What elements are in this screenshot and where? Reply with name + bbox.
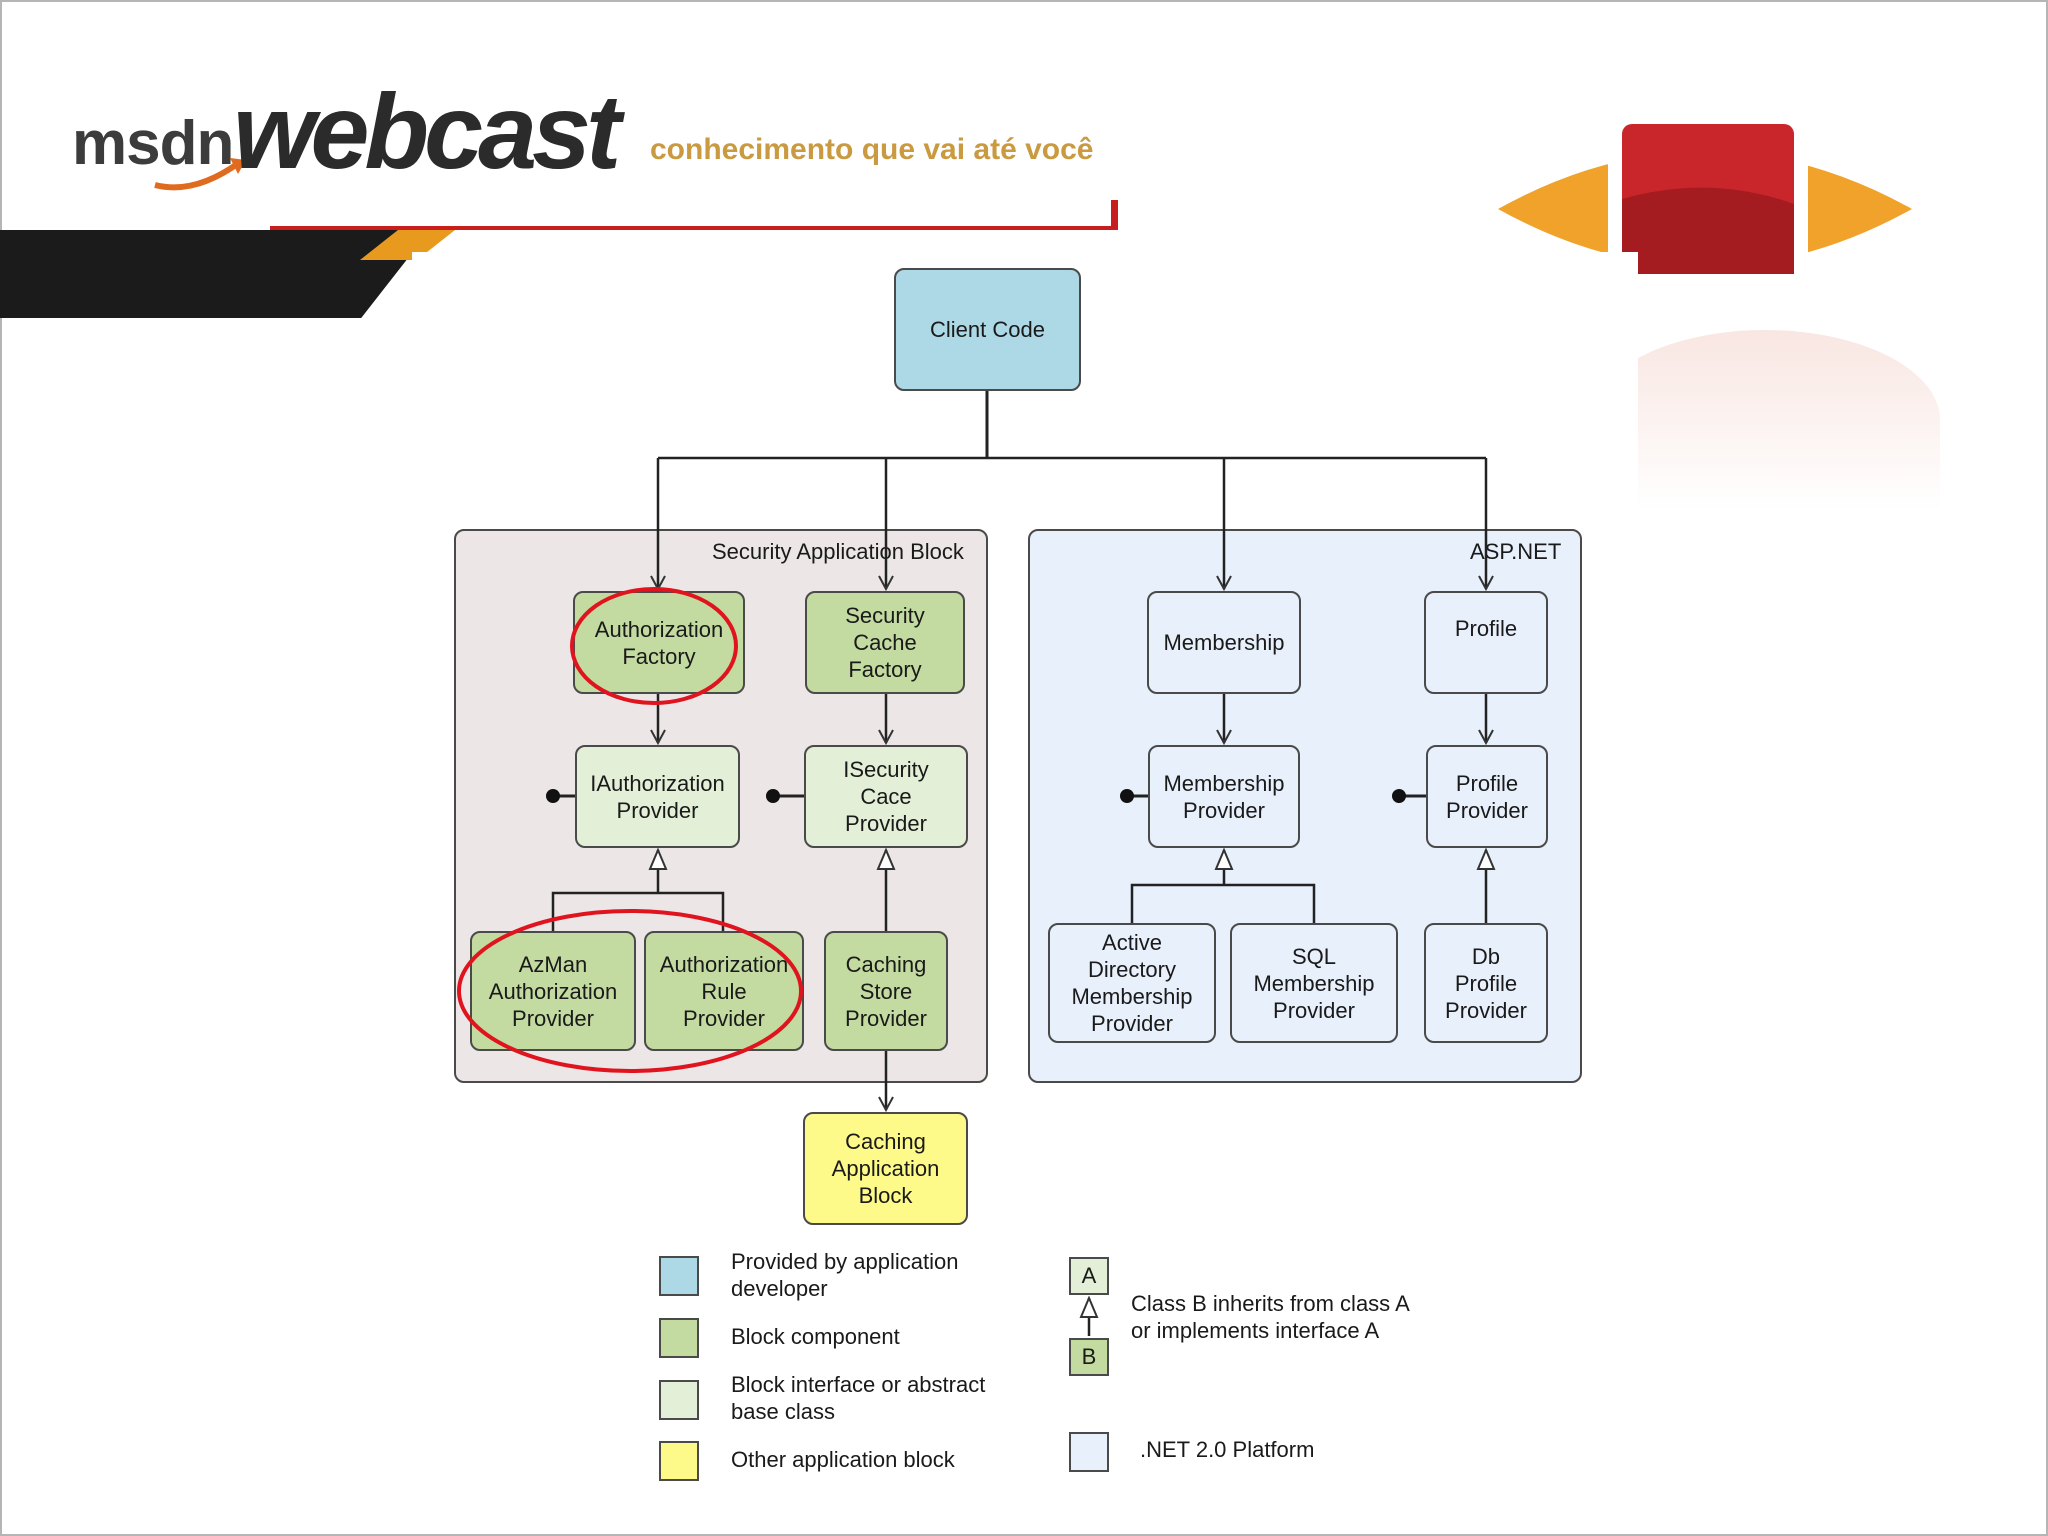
- membership-provider-box: Membership Provider: [1148, 745, 1300, 848]
- logo-swoosh-icon: [154, 158, 246, 191]
- legend-other-block-swatch: [659, 1441, 699, 1481]
- tagline: conhecimento que vai até você: [650, 133, 1094, 166]
- membership-box: Membership: [1147, 591, 1301, 694]
- authorization-rule-provider-box: Authorization Rule Provider: [644, 931, 804, 1051]
- security-cache-factory-box: Security Cache Factory: [805, 591, 965, 694]
- legend-inheritance-label: Class B inherits from class A or impleme…: [1131, 1291, 1410, 1343]
- authorization-factory-box: Authorization Factory: [573, 591, 745, 694]
- webcast-logo-text: webcast: [233, 73, 621, 191]
- legend-other-block-label: Other application block: [731, 1447, 955, 1472]
- legend-developer-swatch: [659, 1256, 699, 1296]
- caching-application-block-box: Caching Application Block: [803, 1112, 968, 1225]
- legend-class-b-box: B: [1069, 1338, 1109, 1376]
- legend-block-interface-swatch: [659, 1380, 699, 1420]
- iauthorization-provider-box: IAuthorization Provider: [575, 745, 740, 848]
- legend-platform-swatch: [1069, 1432, 1109, 1472]
- active-directory-membership-provider-box: Active Directory Membership Provider: [1048, 923, 1216, 1043]
- caching-store-provider-box: Caching Store Provider: [824, 931, 948, 1051]
- profile-box: Profile: [1424, 591, 1548, 694]
- isecurity-cace-provider-box: ISecurity Cace Provider: [804, 745, 968, 848]
- msdn-logo-text: msdn: [72, 109, 234, 178]
- legend-platform-label: .NET 2.0 Platform: [1140, 1437, 1315, 1462]
- legend-developer-label: Provided by application developer: [731, 1249, 959, 1301]
- legend-block-component-label: Block component: [731, 1324, 900, 1349]
- client-code-box: Client Code: [894, 268, 1081, 391]
- webcast-eye-logo-icon: [1498, 112, 1912, 290]
- header-rule-tick: [1111, 200, 1118, 230]
- legend-block-component-swatch: [659, 1318, 699, 1358]
- legend-class-a-box: A: [1069, 1257, 1109, 1295]
- eye-logo-reflection: [1590, 330, 1940, 510]
- legend-block-interface-label: Block interface or abstract base class: [731, 1372, 986, 1424]
- header-black-band: [0, 230, 430, 318]
- aspnet-title: ASP.NET: [1470, 539, 1562, 564]
- profile-provider-box: Profile Provider: [1426, 745, 1548, 848]
- azman-authorization-provider-box: AzMan Authorization Provider: [470, 931, 636, 1051]
- sql-membership-provider-box: SQL Membership Provider: [1230, 923, 1398, 1043]
- security-application-block-title: Security Application Block: [712, 539, 964, 564]
- db-profile-provider-box: Db Profile Provider: [1424, 923, 1548, 1043]
- header-rule: [270, 226, 1118, 230]
